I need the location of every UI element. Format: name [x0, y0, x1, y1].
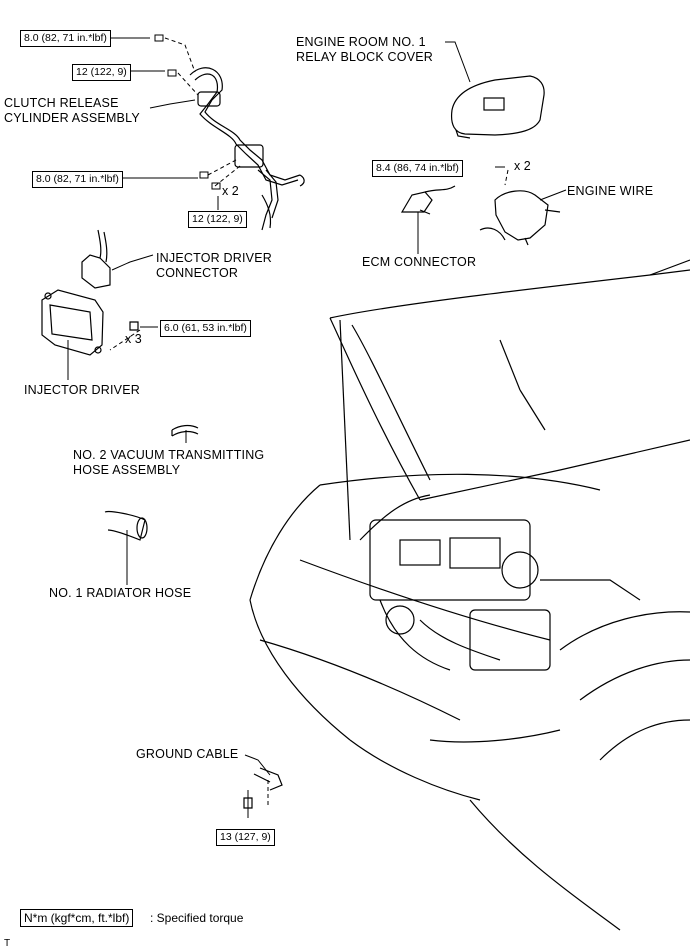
- corner-mark: T: [4, 938, 11, 949]
- quantity-multiplier: x 2: [514, 159, 531, 173]
- radiator-hose-drawing: [104, 510, 148, 541]
- ecm-connector-label: ECM CONNECTOR: [362, 255, 477, 269]
- clutch-release-cylinder-drawing: [189, 67, 305, 231]
- injector-driver-connector-label: INJECTOR DRIVER CONNECTOR: [156, 251, 272, 280]
- clutch-release-cylinder-label: CLUTCH RELEASE CYLINDER ASSEMBLY: [4, 96, 140, 125]
- vehicle-body-drawing: [249, 259, 690, 931]
- radiator-hose-label: NO. 1 RADIATOR HOSE: [49, 586, 192, 600]
- clutch-bolts-drawing: [154, 34, 221, 190]
- ground-cable-drawing: [243, 767, 283, 809]
- leader-lines: [67, 37, 567, 818]
- vacuum-hose-drawing: [171, 424, 199, 437]
- quantity-multiplier: x 3: [125, 332, 142, 346]
- torque-legend-description: : Specified torque: [150, 911, 244, 925]
- torque-unit-legend-box: N*m (kgf*cm, ft.*lbf): [20, 909, 134, 927]
- dashed-leaders: [109, 37, 509, 805]
- torque-spec-box: 13 (127, 9): [216, 829, 275, 846]
- torque-spec-box: 12 (122, 9): [188, 211, 247, 228]
- torque-spec-box: 8.4 (86, 74 in.*lbf): [372, 160, 463, 177]
- relay-block-cover-label: ENGINE ROOM NO. 1 RELAY BLOCK COVER: [296, 35, 434, 64]
- torque-spec-box: 12 (122, 9): [72, 64, 131, 81]
- quantity-multiplier: x 2: [222, 184, 239, 198]
- engine-wire-drawing: [479, 190, 561, 246]
- torque-spec-box: 8.0 (82, 71 in.*lbf): [20, 30, 111, 47]
- injector-driver-drawing: [41, 289, 139, 356]
- ground-cable-label: GROUND CABLE: [136, 747, 239, 761]
- torque-spec-box: 6.0 (61, 53 in.*lbf): [160, 320, 251, 337]
- vacuum-hose-label: NO. 2 VACUUM TRANSMITTING HOSE ASSEMBLY: [73, 448, 265, 477]
- injector-connector-drawing: [81, 229, 111, 289]
- engine-wire-label: ENGINE WIRE: [567, 184, 654, 198]
- injector-driver-label: INJECTOR DRIVER: [24, 383, 140, 397]
- relay-block-cover-drawing: [450, 75, 545, 139]
- torque-spec-box: 8.0 (82, 71 in.*lbf): [32, 171, 123, 188]
- ecm-connector-drawing: [400, 185, 456, 215]
